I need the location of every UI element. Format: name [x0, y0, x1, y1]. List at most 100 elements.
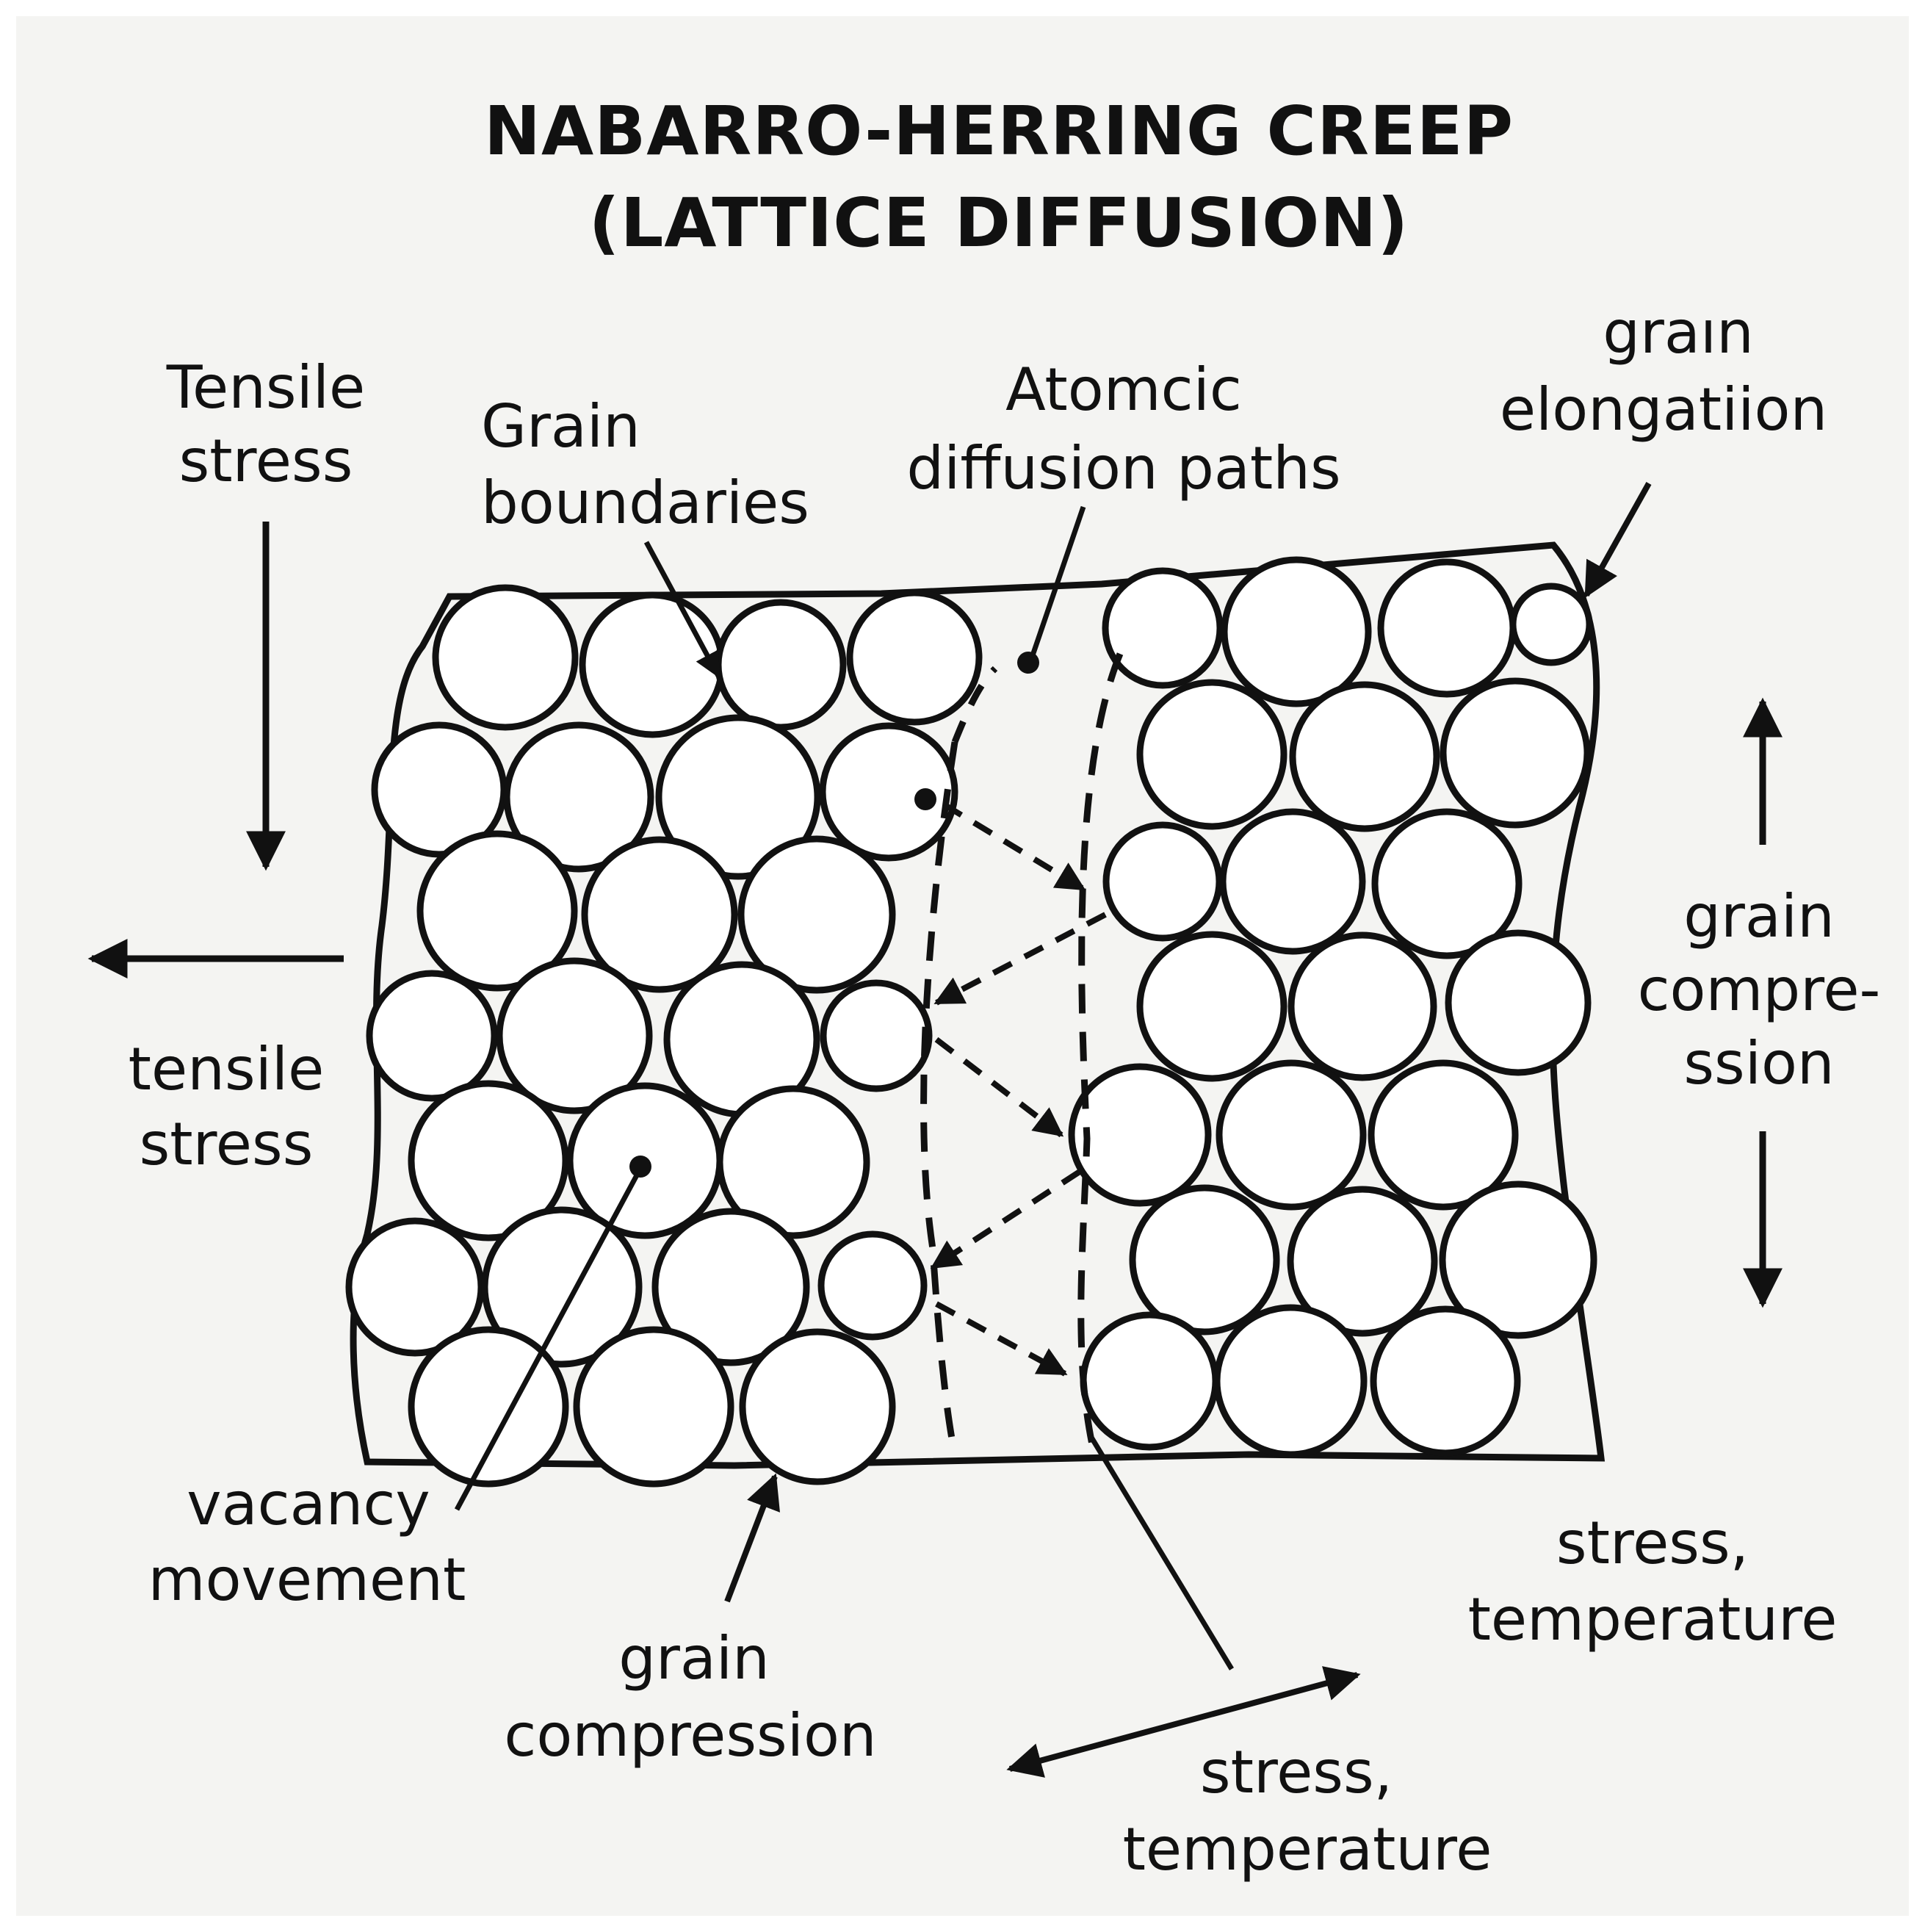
grain [481, 1206, 643, 1368]
grain [716, 1085, 870, 1239]
grain [739, 1328, 896, 1485]
left-grain-cluster [345, 584, 983, 1488]
dashed-boundary-top [951, 666, 998, 743]
diffusion-arrow [930, 1169, 1082, 1270]
atomic-paths-leader [1029, 505, 1086, 659]
label-line: temperature [1123, 1815, 1492, 1884]
label-stress-temperature-bottom: stress, temperature [1123, 1738, 1492, 1884]
stress-temp-leader [1088, 1435, 1234, 1670]
grain [432, 584, 579, 731]
label-line: boundaries [481, 469, 809, 537]
label-line: ssion [1683, 1029, 1834, 1097]
label-line: stress [179, 427, 353, 495]
label-line: diffusion paths [906, 434, 1340, 502]
grain [655, 714, 821, 880]
grain [1370, 1305, 1521, 1457]
grain [1221, 556, 1372, 707]
label-line: stress, [1556, 1509, 1749, 1577]
label-grain-elongation: graın elongatiion [1500, 298, 1827, 444]
background [16, 16, 1909, 1916]
label-line: compre- [1638, 956, 1881, 1024]
label-line: compression [504, 1701, 876, 1770]
label-grain-compression-bottom: grain compression [504, 1624, 876, 1770]
grain [1213, 1304, 1368, 1458]
label-line: stress [140, 1110, 314, 1178]
grain [1136, 679, 1287, 830]
grain [846, 589, 983, 726]
grain [1440, 677, 1591, 829]
grain [581, 836, 738, 993]
elongation-arrow [1583, 482, 1652, 599]
grain [1287, 1186, 1438, 1337]
label-line: movement [148, 1546, 466, 1614]
grain [715, 599, 847, 731]
label-atomic-diffusion-paths: Atomcic diffusion paths [906, 356, 1340, 502]
grain [1371, 808, 1523, 959]
grain [1439, 1181, 1597, 1339]
grain [1445, 929, 1592, 1076]
label-line: elongatiion [1500, 375, 1827, 444]
grain-compression-arrow [724, 1473, 780, 1603]
atom-dot [914, 788, 936, 810]
grain [1102, 821, 1223, 942]
vacancy-leader [454, 1172, 640, 1511]
grain [366, 970, 498, 1102]
grain [1219, 808, 1366, 955]
label-vacancy-movement: vacancy movement [148, 1470, 466, 1614]
label-line: Grain [481, 392, 640, 461]
grain [1216, 1059, 1367, 1211]
dashed-boundary-left [920, 741, 958, 1455]
diffusion-arrows [930, 801, 1107, 1377]
material-outline [350, 541, 1606, 1469]
title-line-1: NABARRO-HERRING CREEP [484, 92, 1514, 170]
label-line: graın [1603, 298, 1754, 367]
grain [1368, 1059, 1519, 1211]
label-line: vacancy [187, 1470, 430, 1538]
label-grain-compression-right: grain compre- ssion [1638, 882, 1881, 1097]
diffusion-arrow [933, 912, 1107, 1006]
grain [1080, 1311, 1219, 1451]
grain [1102, 567, 1224, 689]
grain [1509, 583, 1593, 666]
grain [573, 1326, 734, 1488]
grain [1136, 931, 1287, 1082]
grain [408, 1080, 569, 1241]
label-line: Atomcic [1005, 356, 1242, 424]
label-line: tensile [129, 1035, 325, 1103]
grain [820, 979, 933, 1092]
label-tensile-top: Tensile stress [166, 353, 366, 495]
grain [737, 835, 896, 994]
diffusion-arrow [934, 1037, 1064, 1138]
grain [1287, 931, 1437, 1081]
grain [651, 1208, 810, 1366]
label-line: grain [618, 1624, 770, 1693]
grain [416, 830, 578, 992]
grain [503, 721, 654, 873]
diffusion-arrow [942, 801, 1086, 892]
grain [579, 591, 726, 738]
dashed-boundary-right [1077, 652, 1124, 1456]
grain [819, 722, 958, 862]
vacancy-dot [629, 1156, 651, 1178]
grain [817, 1230, 928, 1341]
label-grain-boundaries: Grain boundaries [481, 392, 809, 537]
label-stress-temperature-right: stress, temperature [1468, 1509, 1838, 1654]
grain [345, 1217, 485, 1357]
grain [1289, 681, 1440, 832]
label-line: temperature [1468, 1585, 1838, 1654]
grain [1377, 558, 1517, 698]
grain [1068, 1063, 1212, 1207]
label-line: Tensile [166, 353, 366, 422]
atom-dot [1017, 652, 1039, 674]
grain-boundaries-leader [643, 541, 721, 679]
label-line: stress, [1200, 1738, 1393, 1806]
stress-temperature-double-arrow [1006, 1666, 1361, 1778]
grain [1129, 1184, 1280, 1336]
title-line-2: (LATTICE DIFFUSION) [589, 184, 1409, 262]
grain [408, 1326, 569, 1488]
grain [496, 957, 653, 1114]
label-tensile-left: tensile stress [129, 1035, 325, 1178]
label-line: grain [1683, 882, 1835, 951]
diffusion-arrow [935, 1301, 1068, 1377]
